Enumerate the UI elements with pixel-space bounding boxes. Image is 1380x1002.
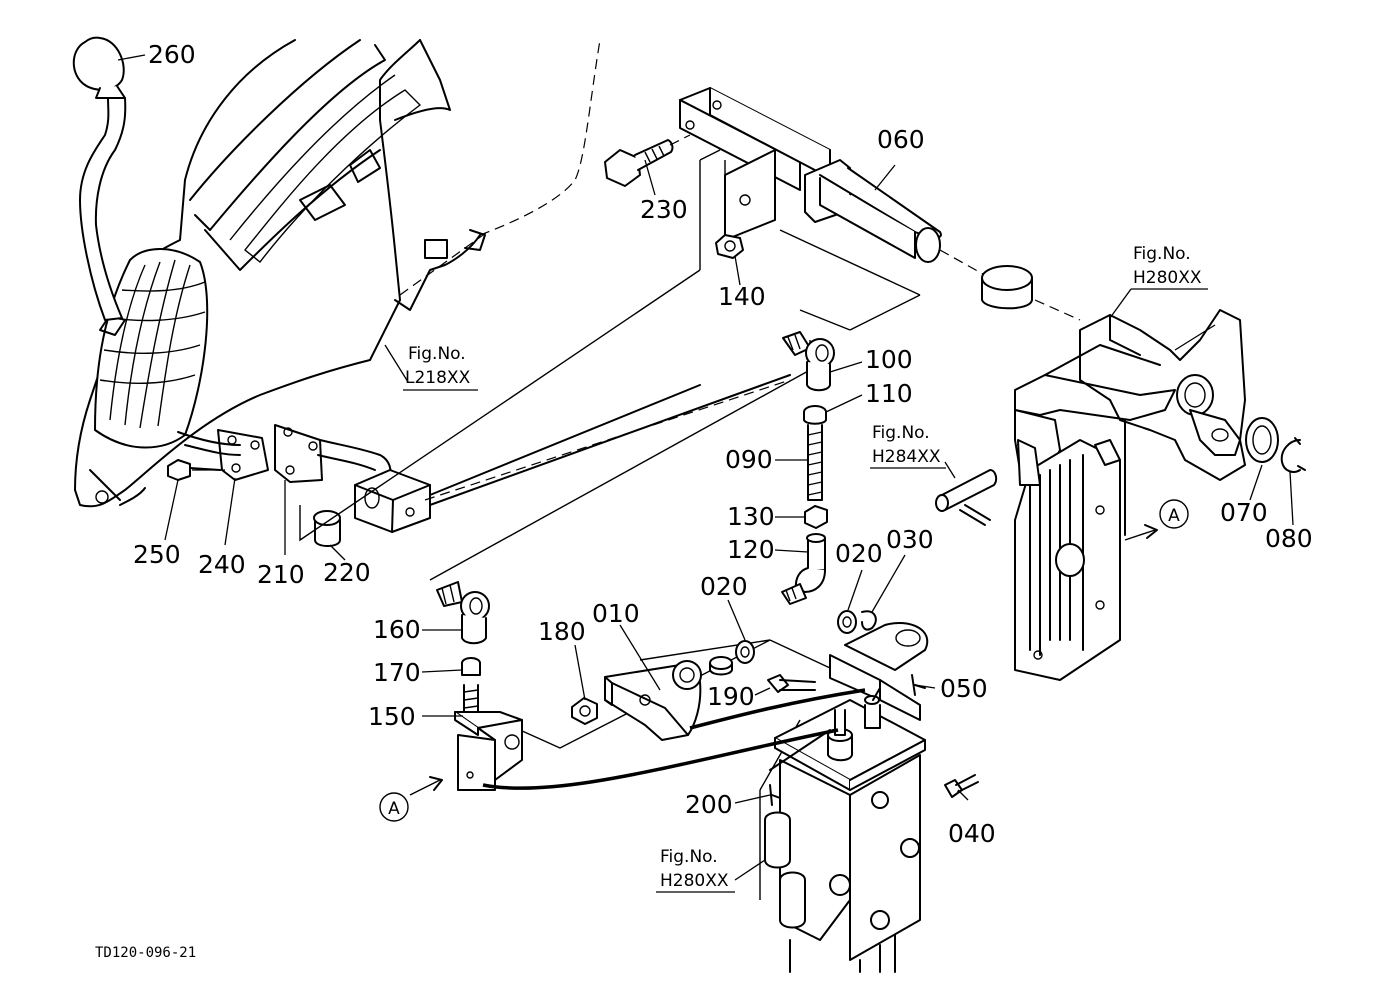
callout-110: 110: [865, 379, 913, 408]
callout-010: 010: [592, 599, 640, 628]
callout-020-lower: 020: [700, 572, 748, 601]
callout-230: 230: [640, 195, 688, 224]
fig-ref-code: H280XX: [1133, 268, 1202, 288]
callout-180: 180: [538, 617, 586, 646]
shift-lever-assembly: [72, 36, 209, 449]
bolt-250: [167, 459, 225, 481]
fig-ref-h280-upper: Fig.No. H280XX: [1109, 244, 1208, 319]
lever-mounting-plates: [177, 374, 791, 533]
fig-ref-label: Fig.No.: [660, 847, 718, 867]
cotter-pins: [769, 674, 926, 806]
fender-housing: [74, 39, 601, 508]
pin-h284: [935, 469, 998, 526]
callout-170: 170: [373, 658, 421, 687]
callout-070: 070: [1220, 498, 1268, 527]
bracket-060: [679, 87, 991, 279]
fig-ref-l218: Fig.No. L218XX: [403, 344, 478, 391]
fig-ref-code: L218XX: [405, 368, 471, 388]
callout-060: 060: [877, 125, 925, 154]
callout-040: 040: [948, 819, 996, 848]
fig-ref-label: Fig.No.: [408, 344, 466, 364]
bellcrank-010: [571, 640, 816, 741]
ball-joint-upper: [781, 331, 835, 605]
callout-080: 080: [1265, 524, 1313, 553]
drawing-code: TD120-096-21: [95, 945, 196, 961]
fig-ref-code: H280XX: [660, 871, 729, 891]
section-arrows: [409, 524, 1158, 796]
fig-ref-code: H284XX: [872, 447, 941, 467]
washer-clip-upper: [837, 610, 877, 634]
callout-150: 150: [368, 702, 416, 731]
callout-120: 120: [727, 535, 775, 564]
callout-210: 210: [257, 560, 305, 589]
callout-020-upper: 020: [835, 539, 883, 568]
part-callouts: 260 230 060 140 100 110 090 130 120 020 …: [133, 40, 1313, 848]
callout-220: 220: [323, 558, 371, 587]
snap-ring-080: [1280, 437, 1306, 473]
callout-250: 250: [133, 540, 181, 569]
bolt-230: [604, 134, 691, 187]
nut-140: [715, 234, 744, 259]
callout-160: 160: [373, 615, 421, 644]
callout-240: 240: [198, 550, 246, 579]
callout-090: 090: [725, 445, 773, 474]
fig-ref-h280-lower: Fig.No. H280XX: [656, 847, 735, 893]
callout-190: 190: [707, 682, 755, 711]
callout-100: 100: [865, 345, 913, 374]
callout-130: 130: [727, 502, 775, 531]
callout-140: 140: [718, 282, 766, 311]
callout-050: 050: [940, 674, 988, 703]
callout-200: 200: [685, 790, 733, 819]
marker-a-right: A: [1159, 499, 1189, 529]
callout-260: 260: [148, 40, 196, 69]
ball-joint-lower: [436, 581, 523, 791]
control-valve-body: [764, 622, 979, 973]
fig-ref-label: Fig.No.: [872, 423, 930, 443]
fig-ref-label: Fig.No.: [1133, 244, 1191, 264]
bushing-060: [981, 265, 1081, 321]
marker-a-text: A: [1168, 506, 1180, 526]
hitch-bracket-assembly: [1014, 309, 1246, 681]
leader-lines: [117, 54, 1294, 881]
callout-030: 030: [886, 525, 934, 554]
marker-a-left: A: [379, 792, 409, 822]
marker-a-text: A: [388, 799, 400, 819]
fig-ref-h284: Fig.No. H284XX: [870, 423, 946, 469]
snap-ring-070: [1245, 417, 1279, 463]
